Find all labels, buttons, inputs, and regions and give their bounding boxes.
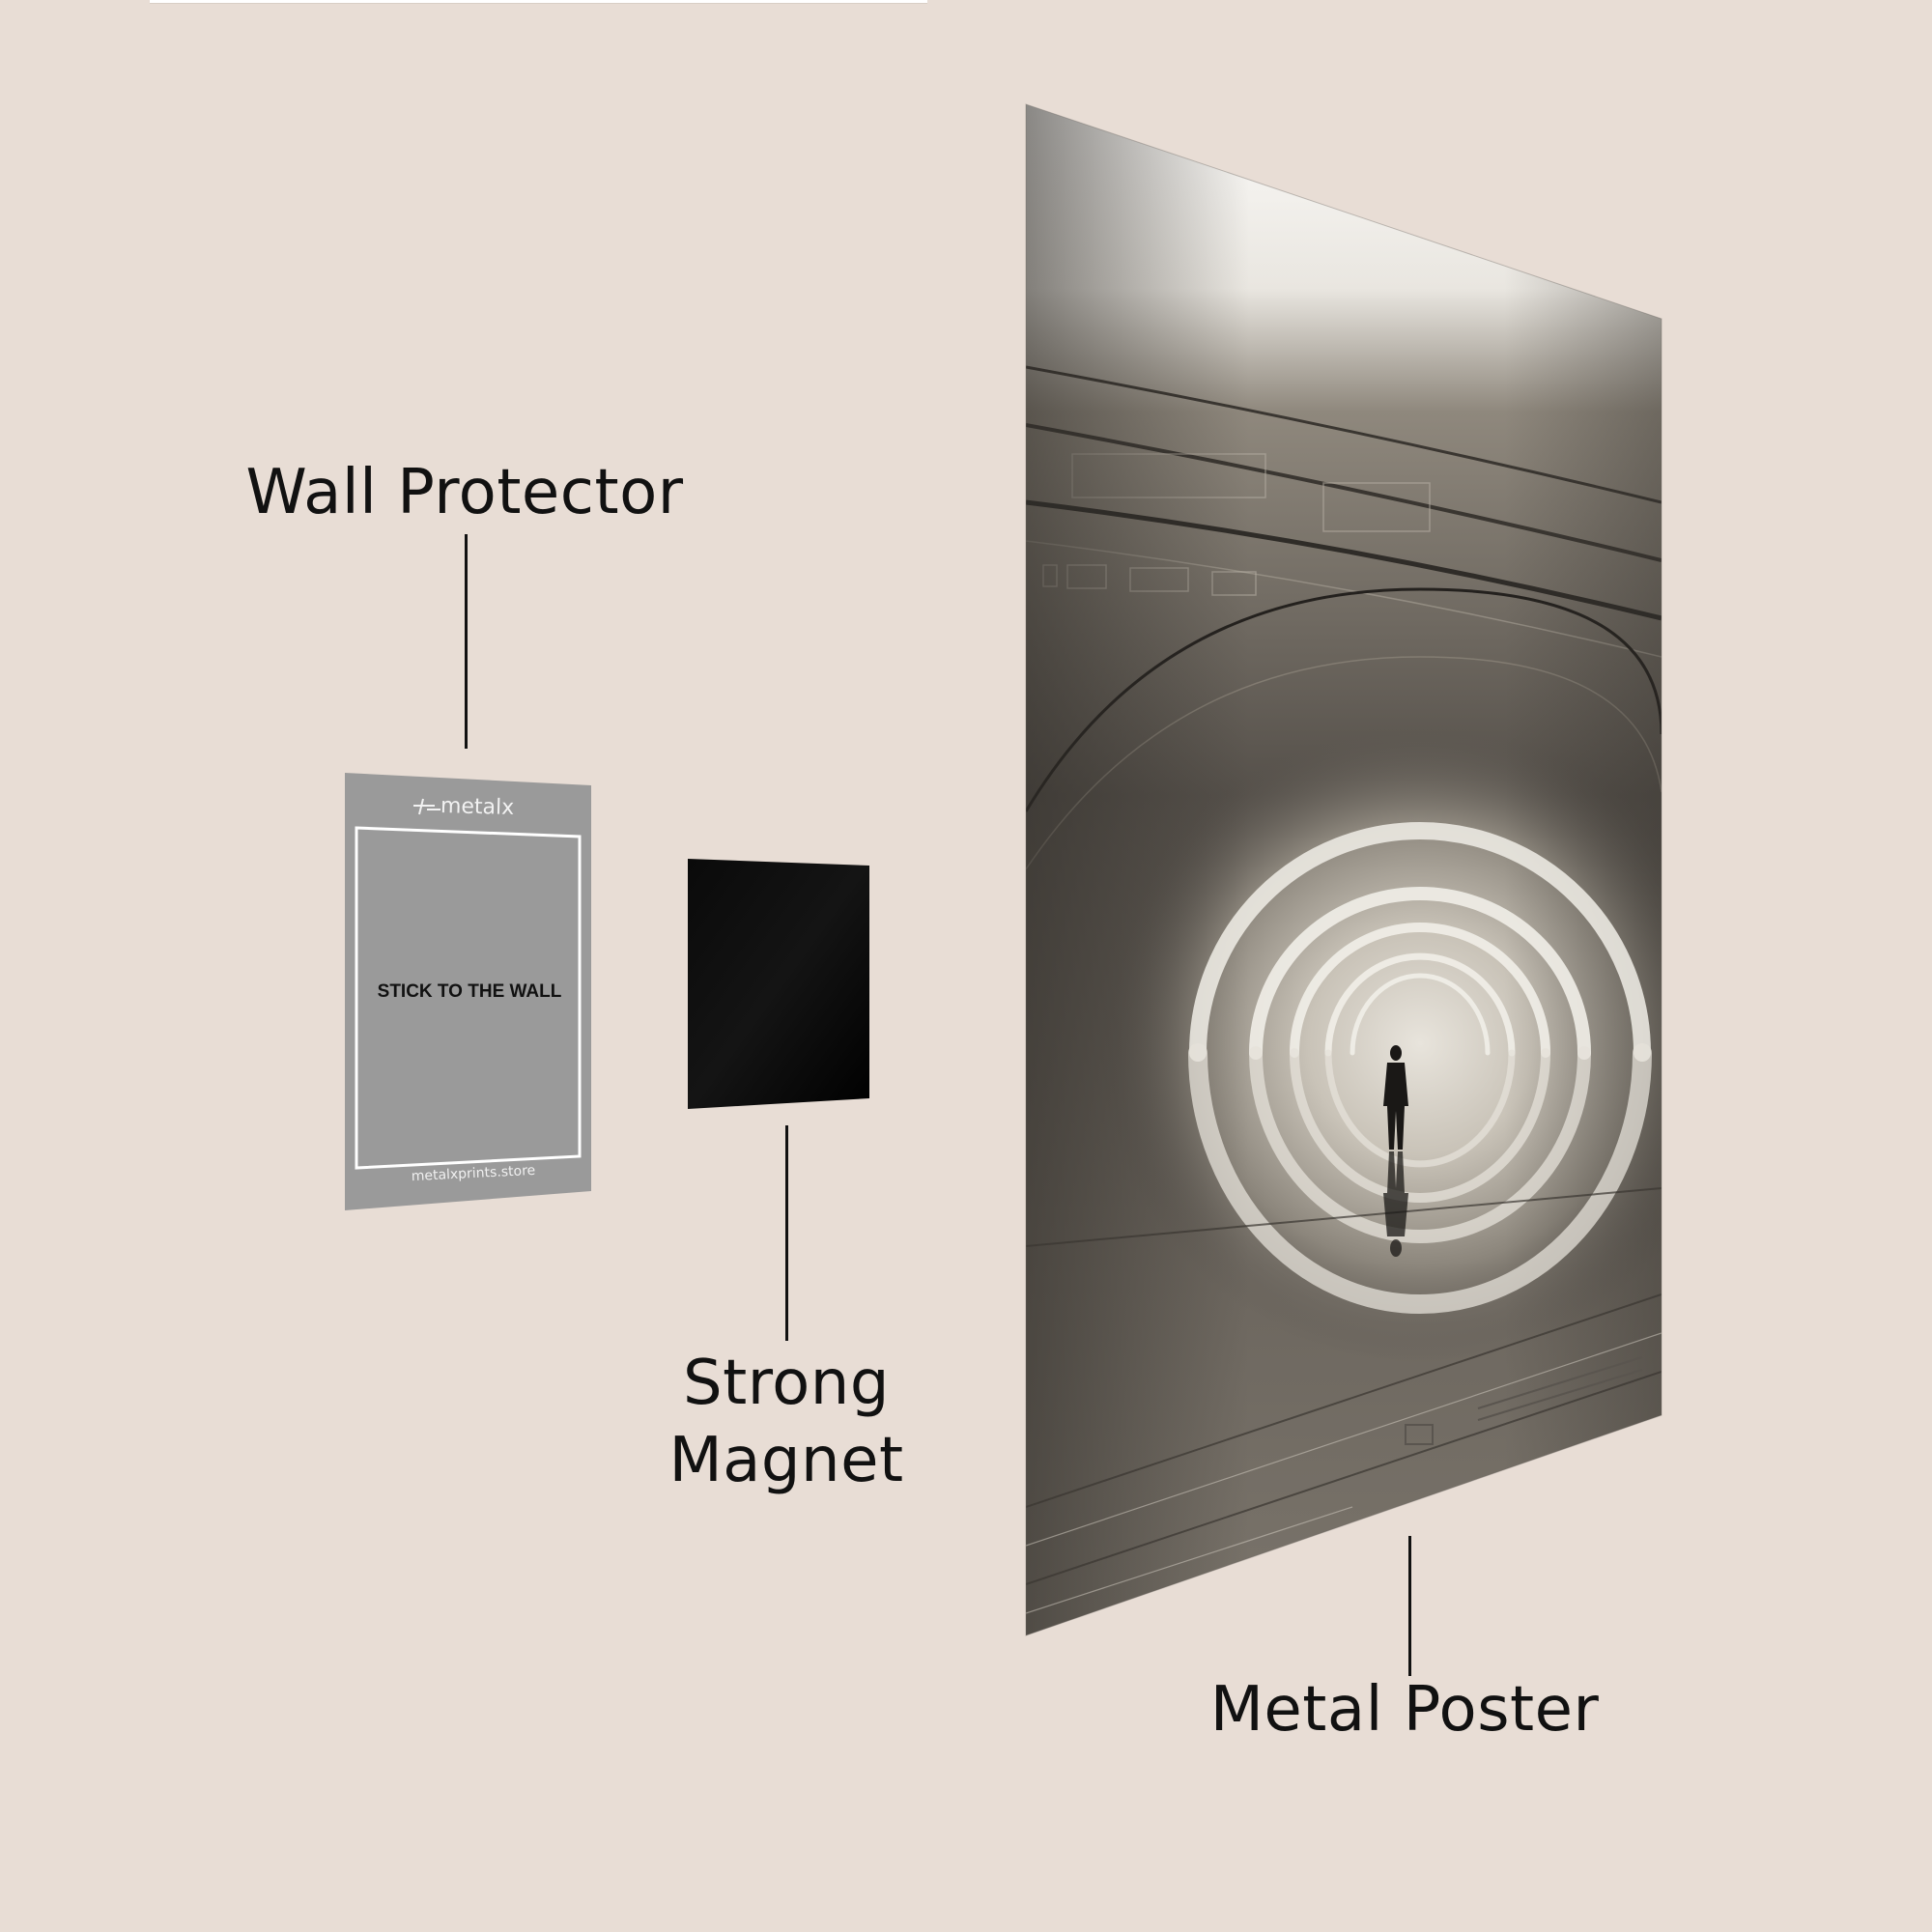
protector-brand-name: metalx [440, 793, 515, 820]
label-wall-protector: Wall Protector [245, 457, 684, 528]
label-strong-magnet: Strong Magnet [641, 1345, 931, 1499]
label-strong-magnet-line2: Magnet [668, 1425, 904, 1496]
label-strong-magnet-line1: Strong [683, 1348, 890, 1419]
top-edge-strip [150, 0, 927, 4]
protector-brand: metalx [404, 790, 550, 823]
protector-website: metalxprints.store [411, 1162, 536, 1185]
metalx-logo-mark-icon [404, 794, 434, 816]
leader-line-wall-protector [465, 534, 468, 749]
leader-line-metal-poster [1408, 1536, 1411, 1676]
person-silhouette [1383, 1045, 1408, 1150]
strong-magnet [688, 859, 869, 1109]
metal-poster [1026, 104, 1662, 1635]
leader-line-strong-magnet [785, 1125, 788, 1341]
protector-instruction: STICK TO THE WALL [377, 981, 562, 1002]
label-metal-poster: Metal Poster [1209, 1674, 1600, 1746]
